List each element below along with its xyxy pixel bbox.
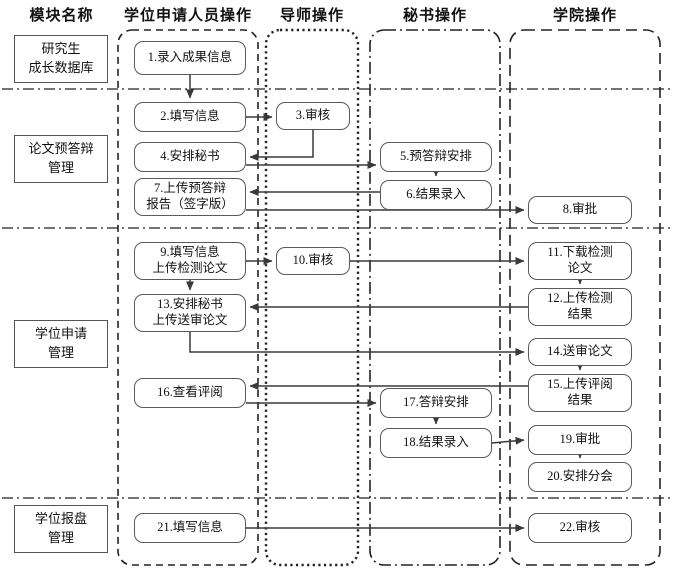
module-label: 论文预答辩 管理: [28, 141, 94, 175]
module-box-degree-application: 学位申请 管理: [14, 320, 108, 368]
node-16[interactable]: 16.查看评阅: [134, 378, 246, 408]
module-box-pre-defense: 论文预答辩 管理: [14, 135, 108, 183]
node-9[interactable]: 9.填写信息 上传检测论文: [134, 242, 246, 280]
flow-13-14: [189, 332, 525, 356]
node-7[interactable]: 7.上传预答辩 报告（签字版）: [134, 178, 246, 216]
lane-advisor: [264, 28, 360, 567]
node-14[interactable]: 14.送审论文: [528, 338, 632, 366]
node-label: 3.审核: [295, 108, 331, 123]
node-20[interactable]: 20.安排分会: [528, 462, 632, 492]
node-label: 11.下载检测 论文: [547, 245, 613, 275]
module-label: 学位报盘 管理: [34, 511, 87, 545]
node-17[interactable]: 17.答辩安排: [380, 388, 492, 418]
node-label: 1.录入成果信息: [147, 50, 233, 65]
node-label: 14.送审论文: [547, 344, 613, 359]
node-label: 7.上传预答辩 报告（签字版）: [146, 181, 234, 211]
node-18[interactable]: 18.结果录入: [380, 428, 492, 458]
node-label: 4.安排秘书: [160, 149, 220, 164]
node-label: 5.预答辩安排: [400, 149, 472, 164]
node-label: 2.填写信息: [160, 109, 220, 124]
column-header-college: 学院操作: [552, 8, 617, 24]
column-header-advisor: 导师操作: [279, 8, 344, 24]
node-8[interactable]: 8.审批: [528, 196, 632, 224]
lane-applicant: [117, 29, 259, 566]
node-10[interactable]: 10.审核: [276, 247, 350, 275]
node-label: 22.审核: [559, 520, 601, 535]
column-header-module: 模块名称: [29, 8, 94, 24]
node-label: 6.结果录入: [406, 187, 466, 202]
module-box-graduate-growth-db: 研究生 成长数据库: [14, 35, 108, 83]
node-13[interactable]: 13.安排秘书 上传送审论文: [134, 294, 246, 332]
node-5[interactable]: 5.预答辩安排: [380, 142, 492, 172]
node-4[interactable]: 4.安排秘书: [134, 142, 246, 172]
node-label: 10.审核: [292, 253, 334, 268]
flow-18-19: [491, 436, 525, 445]
node-label: 13.安排秘书 上传送审论文: [152, 297, 228, 327]
section-dividers: [2, 88, 672, 499]
module-label: 研究生 成长数据库: [28, 41, 94, 75]
node-11[interactable]: 11.下载检测 论文: [528, 242, 632, 280]
flow-3-4: [249, 130, 314, 161]
node-label: 15.上传评阅 结果: [547, 377, 613, 407]
node-label: 9.填写信息 上传检测论文: [152, 245, 228, 275]
lane-secretary: [369, 29, 501, 566]
node-label: 17.答辩安排: [403, 395, 469, 410]
lane-college: [509, 29, 661, 566]
module-box-degree-reporting: 学位报盘 管理: [14, 505, 108, 553]
node-15[interactable]: 15.上传评阅 结果: [528, 374, 632, 412]
node-1[interactable]: 1.录入成果信息: [134, 41, 246, 75]
module-label: 学位申请 管理: [34, 326, 87, 360]
node-21[interactable]: 21.填写信息: [134, 513, 246, 543]
node-label: 20.安排分会: [547, 469, 613, 484]
node-label: 19.审批: [559, 432, 601, 447]
node-label: 21.填写信息: [157, 520, 223, 535]
node-6[interactable]: 6.结果录入: [380, 180, 492, 210]
column-header-secretary: 秘书操作: [402, 8, 467, 24]
node-label: 8.审批: [562, 202, 598, 217]
connectors: [186, 75, 584, 532]
node-label: 18.结果录入: [403, 435, 469, 450]
column-header-applicant: 学位申请人员操作: [123, 8, 252, 24]
node-12[interactable]: 12.上传检测 结果: [528, 288, 632, 326]
node-label: 16.查看评阅: [157, 385, 223, 400]
node-label: 12.上传检测 结果: [547, 291, 613, 321]
node-2[interactable]: 2.填写信息: [134, 102, 246, 132]
node-22[interactable]: 22.审核: [528, 513, 632, 543]
node-3[interactable]: 3.审核: [276, 102, 350, 130]
node-19[interactable]: 19.审批: [528, 425, 632, 455]
